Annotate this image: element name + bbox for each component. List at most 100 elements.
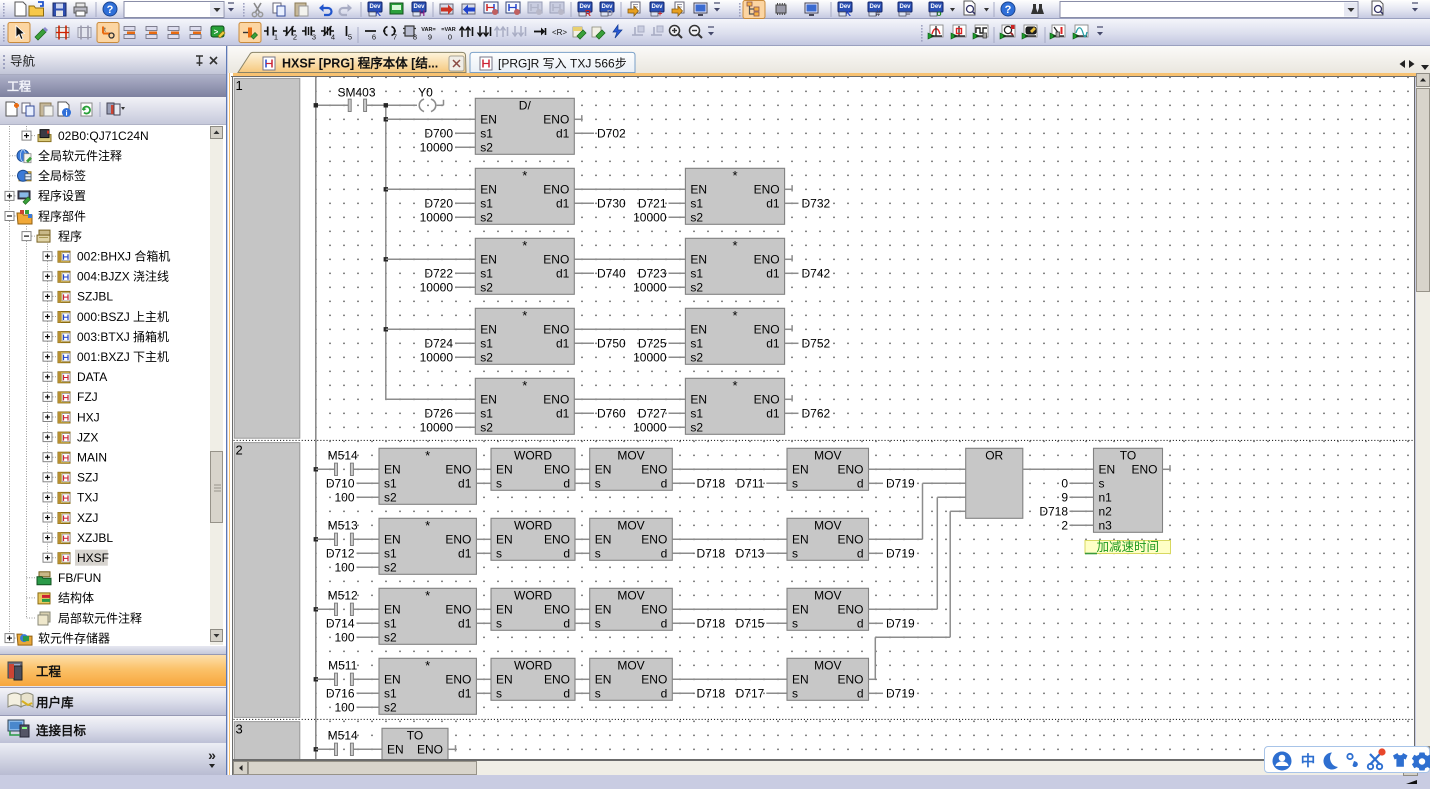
svg-text:MAIN: MAIN (77, 451, 107, 465)
svg-text:s1: s1 (384, 616, 397, 630)
svg-text:WORD: WORD (514, 448, 552, 462)
svg-text:D724: D724 (424, 337, 453, 351)
svg-text:D716: D716 (326, 687, 355, 701)
svg-text:M511: M511 (328, 659, 357, 673)
svg-text:002:BHXJ 合箱机: 002:BHXJ 合箱机 (77, 249, 170, 264)
svg-text:d: d (661, 686, 668, 700)
svg-text:EN: EN (496, 672, 513, 686)
svg-text:o: o (936, 8, 941, 18)
svg-text:D712: D712 (326, 547, 355, 561)
svg-text:n2: n2 (1099, 504, 1113, 518)
svg-text:SZJ: SZJ (77, 471, 98, 485)
svg-text:ENO: ENO (543, 322, 569, 336)
svg-text:M514: M514 (328, 729, 358, 743)
svg-text:Y0: Y0 (418, 86, 433, 100)
svg-text:导航: 导航 (10, 54, 36, 69)
svg-text:3: 3 (236, 721, 243, 736)
svg-text:XZJ: XZJ (77, 511, 98, 525)
svg-text:s: s (1099, 476, 1105, 490)
svg-text:D719: D719 (886, 477, 915, 491)
svg-text:D719: D719 (886, 617, 915, 631)
svg-text:EN: EN (496, 602, 513, 616)
svg-text:D700: D700 (424, 127, 453, 141)
svg-text:*: * (425, 658, 430, 673)
svg-text:ENO: ENO (837, 672, 863, 686)
svg-text:EN: EN (480, 252, 497, 266)
svg-text:D711: D711 (737, 477, 765, 491)
svg-text:D719: D719 (886, 547, 915, 561)
svg-text:0: 0 (1061, 477, 1068, 491)
svg-text:*: * (732, 168, 737, 183)
svg-text:d1: d1 (458, 616, 472, 630)
svg-text:ENO: ENO (445, 532, 471, 546)
svg-text:10000: 10000 (633, 421, 667, 435)
svg-text:s2: s2 (690, 420, 703, 434)
svg-text:K: K (375, 8, 382, 18)
svg-text:d1: d1 (556, 126, 570, 140)
svg-text:EN: EN (384, 532, 401, 546)
svg-text:ENO: ENO (754, 182, 780, 196)
svg-text:MOV: MOV (617, 448, 644, 462)
svg-text:s2: s2 (480, 140, 493, 154)
svg-text:s1: s1 (690, 266, 703, 280)
svg-text:Dev: Dev (651, 4, 663, 10)
svg-text:d: d (857, 546, 864, 560)
svg-text:s: s (595, 686, 601, 700)
svg-text:SZJBL: SZJBL (77, 290, 113, 304)
svg-text:D725: D725 (638, 337, 667, 351)
svg-text:D718: D718 (697, 477, 726, 491)
svg-text:EN: EN (496, 532, 513, 546)
svg-text:局部软元件注释: 局部软元件注释 (58, 610, 142, 625)
svg-text:?: ? (107, 4, 114, 16)
svg-text:s: s (595, 476, 601, 490)
svg-text:d1: d1 (766, 266, 780, 280)
svg-text:s2: s2 (480, 210, 493, 224)
svg-text:ENO: ENO (417, 742, 443, 756)
svg-text:HXJ: HXJ (77, 410, 100, 424)
svg-text:WORD: WORD (514, 588, 552, 602)
svg-text:ENO: ENO (754, 322, 780, 336)
svg-text:n3: n3 (1099, 518, 1113, 532)
svg-text:10000: 10000 (633, 351, 667, 365)
svg-text:0: 0 (350, 757, 357, 760)
svg-text:5: 5 (348, 33, 352, 42)
svg-text:EN: EN (595, 672, 612, 686)
svg-text:s2: s2 (384, 700, 397, 714)
svg-text:s2: s2 (384, 630, 397, 644)
svg-text:D752: D752 (802, 337, 831, 351)
svg-text:中: 中 (1301, 752, 1316, 770)
svg-text:Dev: Dev (413, 4, 425, 10)
svg-text:>: > (214, 28, 219, 37)
svg-text:d: d (857, 686, 864, 700)
svg-text:ENO: ENO (641, 462, 667, 476)
svg-text:D: D (607, 8, 613, 18)
svg-text:D727: D727 (638, 407, 667, 421)
svg-text:s2: s2 (384, 490, 397, 504)
svg-text:10000: 10000 (420, 211, 454, 225)
svg-text:*: * (425, 448, 430, 463)
svg-text:s2: s2 (690, 280, 703, 294)
svg-text:加减速时间: 加减速时间 (1096, 540, 1159, 554)
svg-text:EN: EN (595, 462, 612, 476)
svg-text:EN: EN (690, 392, 707, 406)
svg-text:d: d (661, 546, 668, 560)
svg-text:D726: D726 (424, 407, 453, 421)
svg-text:OR: OR (985, 448, 1003, 462)
svg-text:s1: s1 (384, 546, 397, 560)
svg-text:100: 100 (334, 491, 354, 505)
svg-text:d1: d1 (766, 196, 780, 210)
svg-text:4: 4 (331, 33, 335, 42)
svg-text:D740: D740 (597, 267, 626, 281)
svg-text:1: 1 (236, 78, 243, 93)
svg-text:d: d (857, 616, 864, 630)
svg-text:ENO: ENO (543, 182, 569, 196)
svg-text:VAR=: VAR= (421, 27, 435, 33)
svg-text:ENO: ENO (837, 462, 863, 476)
svg-text:ENO: ENO (543, 252, 569, 266)
svg-text:s: s (792, 476, 798, 490)
svg-text:d1: d1 (556, 266, 570, 280)
svg-text:EN: EN (480, 112, 497, 126)
svg-text:ENO: ENO (754, 392, 780, 406)
svg-text:100: 100 (334, 631, 354, 645)
svg-text:[PRG]R 写入 TXJ 566步: [PRG]R 写入 TXJ 566步 (498, 57, 627, 71)
